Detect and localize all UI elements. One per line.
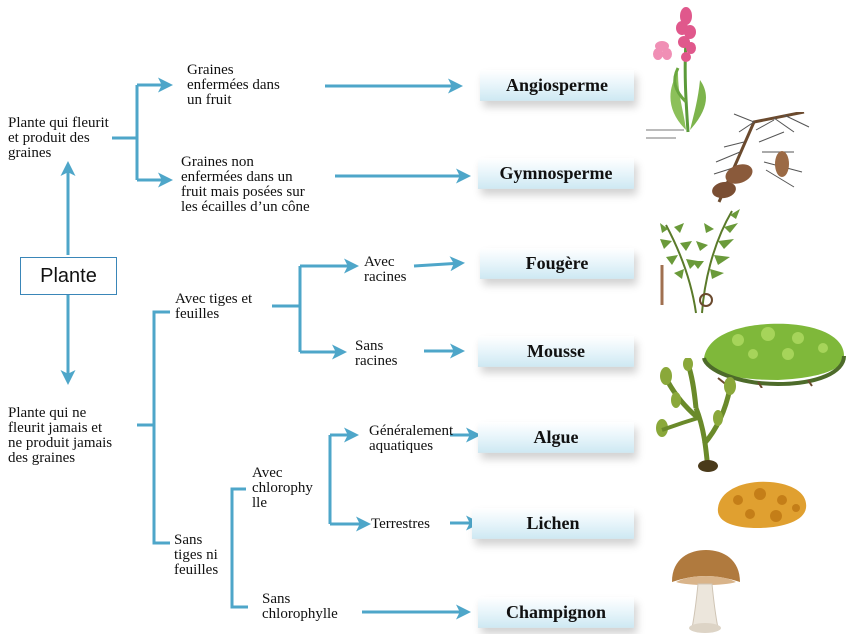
lichen-illustration <box>714 478 810 530</box>
group-lichen: Lichen <box>472 508 634 539</box>
criterion-sans-tiges: Sans tiges ni feuilles <box>174 533 218 578</box>
criterion-avec-chlorophylle: Avec chlorophy lle <box>252 466 313 511</box>
criterion-sans-racines: Sans racines <box>355 339 397 369</box>
criterion-terrestres: Terrestres <box>371 517 430 532</box>
group-mousse: Mousse <box>478 336 634 367</box>
root-node-plante: Plante <box>20 257 117 295</box>
criterion-graines-non-enfermees: Graines non enfermées dans un fruit mais… <box>181 155 310 215</box>
group-angiosperme: Angiosperme <box>480 70 634 101</box>
criterion-sans-chlorophylle: Sans chlorophylle <box>262 592 338 622</box>
group-algue: Algue <box>478 422 634 453</box>
branch-fleurit: Plante qui fleurit et produit des graine… <box>8 116 109 161</box>
group-fougere: Fougère <box>480 248 634 279</box>
group-gymnosperme: Gymnosperme <box>478 158 634 189</box>
group-champignon: Champignon <box>478 597 634 628</box>
criterion-aquatiques: Généralement aquatiques <box>369 424 453 454</box>
criterion-graines-fruit: Graines enfermées dans un fruit <box>187 63 280 108</box>
criterion-tiges-feuilles: Avec tiges et feuilles <box>175 292 252 322</box>
criterion-avec-racines: Avec racines <box>364 255 406 285</box>
fern-illustration <box>652 205 752 315</box>
seaweed-illustration <box>648 358 744 476</box>
branch-ne-fleurit-pas: Plante qui ne fleurit jamais et ne produ… <box>8 406 112 466</box>
mushroom-illustration <box>668 548 744 634</box>
pine-branch-illustration <box>644 112 814 204</box>
